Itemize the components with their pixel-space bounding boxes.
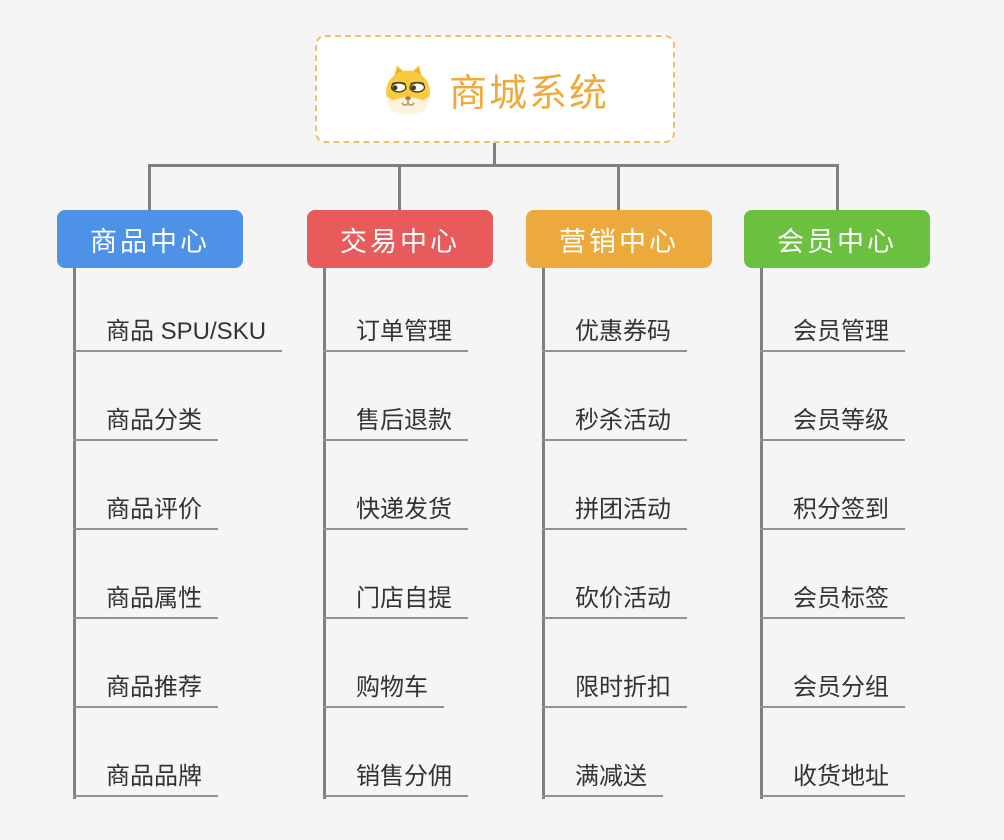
leaf-node[interactable]: 商品推荐 [73,668,218,708]
leaf-node[interactable]: 订单管理 [323,312,468,352]
connector-drop-3 [617,164,620,211]
leaf-node[interactable]: 积分签到 [760,490,905,530]
branch-column-trade: 交易中心 订单管理 售后退款 快递发货 门店自提 购物车 销售分佣 [307,210,567,810]
leaf-node[interactable]: 商品 SPU/SKU [73,312,283,352]
connector-drop-1 [148,164,151,211]
root-title: 商城系统 [448,72,609,115]
leaf-node[interactable]: 售后退款 [323,401,468,441]
branch-node-marketing-center[interactable]: 营销中心 [526,210,712,268]
leaf-node[interactable]: 门店自提 [323,579,468,619]
leaf-node[interactable]: 商品分类 [73,401,218,441]
branch-trunk-line [542,268,545,799]
leaf-node[interactable]: 限时折扣 [542,668,687,708]
branch-trunk-line [73,268,76,799]
branch-column-marketing: 营销中心 优惠券码 秒杀活动 拼团活动 砍价活动 限时折扣 满减送 [526,210,786,810]
leaf-node[interactable]: 会员等级 [760,401,905,441]
leaf-node[interactable]: 商品评价 [73,490,218,530]
branch-trunk-line [760,268,763,799]
leaf-node[interactable]: 优惠券码 [542,312,687,352]
leaf-node[interactable]: 快递发货 [323,490,468,530]
branch-column-member: 会员中心 会员管理 会员等级 积分签到 会员标签 会员分组 收货地址 [744,210,1004,810]
branch-node-member-center[interactable]: 会员中心 [744,210,930,268]
branch-trunk-line [323,268,326,799]
leaf-node[interactable]: 拼团活动 [542,490,687,530]
leaf-node[interactable]: 秒杀活动 [542,401,687,441]
connector-bus [148,164,839,167]
leaf-node[interactable]: 满减送 [542,757,663,797]
branch-node-trade-center[interactable]: 交易中心 [307,210,493,268]
leaf-node[interactable]: 商品品牌 [73,757,218,797]
leaf-node[interactable]: 商品属性 [73,579,218,619]
dog-face-icon [386,65,430,115]
leaf-node[interactable]: 会员管理 [760,312,905,352]
connector-drop-4 [836,164,839,211]
leaf-node[interactable]: 销售分佣 [323,757,468,797]
leaf-node[interactable]: 收货地址 [760,757,905,797]
leaf-node[interactable]: 会员分组 [760,668,905,708]
connector-drop-2 [398,164,401,211]
branch-node-product-center[interactable]: 商品中心 [57,210,243,268]
branch-column-product: 商品中心 商品 SPU/SKU 商品分类 商品评价 商品属性 商品推荐 商品品牌 [57,210,317,810]
root-node-mall-system[interactable]: 商城系统 [315,35,675,143]
leaf-node[interactable]: 会员标签 [760,579,905,619]
leaf-node[interactable]: 购物车 [323,668,444,708]
leaf-node[interactable]: 砍价活动 [542,579,687,619]
connector-root-stem [493,143,496,166]
